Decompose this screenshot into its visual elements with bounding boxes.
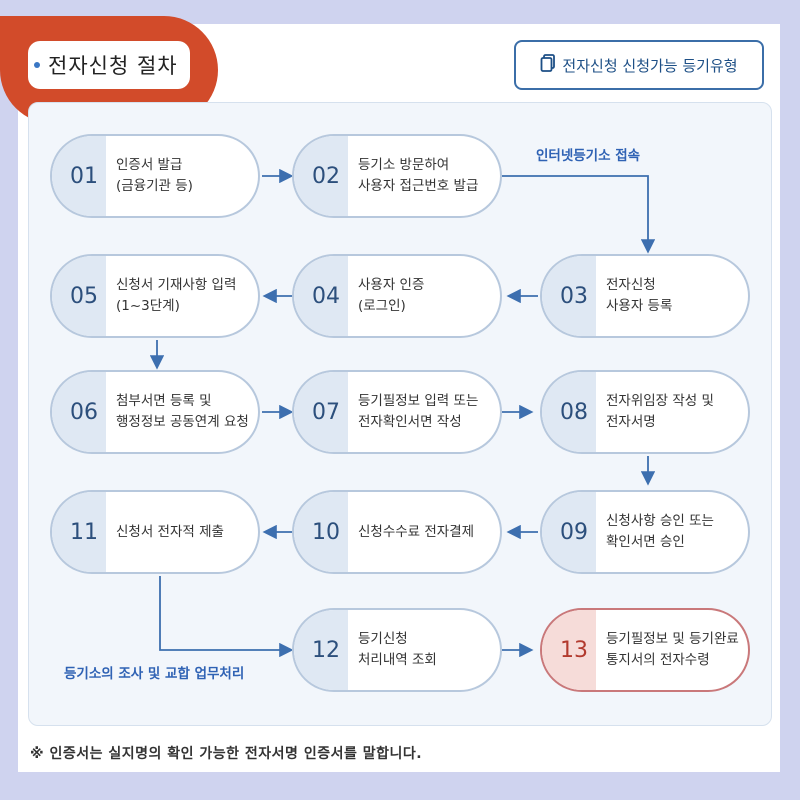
step-number: 07	[294, 372, 348, 452]
step-number: 12	[294, 610, 348, 690]
step-label: 등기신청 처리내역 조회	[358, 631, 437, 668]
step-label: 신청사항 승인 또는 확인서면 승인	[606, 513, 714, 550]
step-03: 03 전자신청 사용자 등록	[540, 254, 750, 338]
step-label: 등기필정보 입력 또는 전자확인서면 작성	[358, 393, 479, 430]
registry-processing-note: 등기소의 조사 및 교합 업무처리	[64, 666, 245, 682]
step-number: 13	[542, 610, 596, 690]
step-label: 신청서 기재사항 입력 (1~3단계)	[116, 277, 237, 314]
step-label: 신청서 전자적 제출	[116, 523, 224, 540]
page-title: 전자신청 절차	[48, 54, 178, 78]
title-box	[28, 41, 190, 89]
step-01: 01 인증서 발급 (금융기관 등)	[50, 134, 260, 218]
registry-types-label: 전자신청 신청가능 등기유형	[562, 56, 738, 75]
step-11: 11 신청서 전자적 제출	[50, 490, 260, 574]
step-label: 등기필정보 및 등기완료 통지서의 전자수령	[606, 631, 739, 668]
step-number: 02	[294, 136, 348, 216]
registry-types-button[interactable]: 전자신청 신청가능 등기유형	[514, 40, 764, 90]
footer-note: ※ 인증서는 실지명의 확인 가능한 전자서명 인증서를 말합니다.	[30, 746, 423, 762]
step-12: 12 등기신청 처리내역 조회	[292, 608, 502, 692]
document-icon	[540, 54, 556, 76]
step-05: 05 신청서 기재사항 입력 (1~3단계)	[50, 254, 260, 338]
step-number: 01	[52, 136, 106, 216]
internet-registry-note: 인터넷등기소 접속	[536, 148, 641, 164]
step-number: 10	[294, 492, 348, 572]
step-08: 08 전자위임장 작성 및 전자서명	[540, 370, 750, 454]
step-13: 13 등기필정보 및 등기완료 통지서의 전자수령	[540, 608, 750, 692]
step-label: 인증서 발급 (금융기관 등)	[116, 157, 193, 194]
step-number: 11	[52, 492, 106, 572]
step-10: 10 신청수수료 전자결제	[292, 490, 502, 574]
step-09: 09 신청사항 승인 또는 확인서면 승인	[540, 490, 750, 574]
step-number: 04	[294, 256, 348, 336]
step-number: 05	[52, 256, 106, 336]
step-label: 사용자 인증 (로그인)	[358, 277, 425, 314]
bullet-icon	[34, 62, 40, 68]
step-07: 07 등기필정보 입력 또는 전자확인서면 작성	[292, 370, 502, 454]
step-number: 03	[542, 256, 596, 336]
step-label: 전자위임장 작성 및 전자서명	[606, 393, 714, 430]
step-label: 첨부서면 등록 및 행정정보 공동연계 요청	[116, 393, 249, 430]
step-04: 04 사용자 인증 (로그인)	[292, 254, 502, 338]
step-label: 전자신청 사용자 등록	[606, 277, 673, 314]
step-number: 08	[542, 372, 596, 452]
step-label: 신청수수료 전자결제	[358, 523, 475, 540]
step-label: 등기소 방문하여 사용자 접근번호 발급	[358, 157, 479, 194]
step-number: 06	[52, 372, 106, 452]
step-02: 02 등기소 방문하여 사용자 접근번호 발급	[292, 134, 502, 218]
step-06: 06 첨부서면 등록 및 행정정보 공동연계 요청	[50, 370, 260, 454]
step-number: 09	[542, 492, 596, 572]
